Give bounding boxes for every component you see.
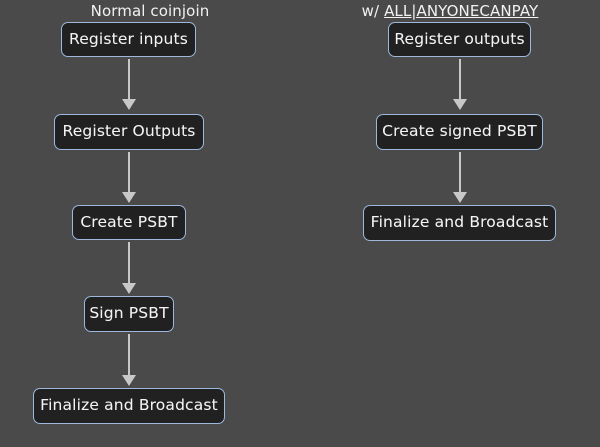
node-finalize-and-broadcast[interactable]: Finalize and Broadcast	[33, 388, 225, 424]
node-label: Create PSBT	[80, 212, 178, 231]
arrow-sign-psbt-to-finalize-and-broadcast	[122, 334, 136, 386]
column-title-text: Normal coinjoin	[90, 2, 210, 20]
node-label: Register Outputs	[62, 122, 196, 141]
node-label: Finalize and Broadcast	[370, 213, 549, 232]
arrow-create-psbt-to-sign-psbt	[122, 242, 136, 294]
node-create-psbt[interactable]: Create PSBT	[72, 205, 186, 240]
node-label: Register outputs	[394, 29, 525, 48]
column-title-normal-coinjoin: Normal coinjoin	[0, 2, 300, 20]
arrow-create-signed-psbt-to-finalize-and-broadcast	[453, 152, 467, 203]
column-title-anyonecanpay: w/ ALL|ANYONECANPAY	[300, 2, 600, 20]
node-label: Register inputs	[69, 29, 188, 48]
arrow-register-outputs-to-create-signed-psbt	[453, 59, 467, 110]
column-title-text: ALL|ANYONECANPAY	[384, 2, 539, 20]
node-sign-psbt[interactable]: Sign PSBT	[84, 296, 174, 332]
node-register-outputs[interactable]: Register outputs	[388, 22, 531, 57]
node-finalize-and-broadcast[interactable]: Finalize and Broadcast	[363, 205, 556, 241]
node-register-outputs[interactable]: Register Outputs	[54, 114, 204, 150]
node-create-signed-psbt[interactable]: Create signed PSBT	[376, 114, 543, 150]
node-register-inputs[interactable]: Register inputs	[61, 22, 196, 57]
arrow-register-inputs-to-register-outputs	[122, 59, 136, 110]
node-label: Finalize and Broadcast	[40, 396, 218, 415]
node-label: Create signed PSBT	[382, 122, 537, 141]
arrow-register-outputs-to-create-psbt	[122, 152, 136, 203]
node-label: Sign PSBT	[89, 304, 169, 323]
column-title-prefix: w/	[361, 2, 385, 20]
flow-column-anyonecanpay: w/ ALL|ANYONECANPAY Register outputs Cre…	[300, 0, 600, 447]
flow-column-normal-coinjoin: Normal coinjoin Register inputs Register…	[0, 2, 300, 424]
